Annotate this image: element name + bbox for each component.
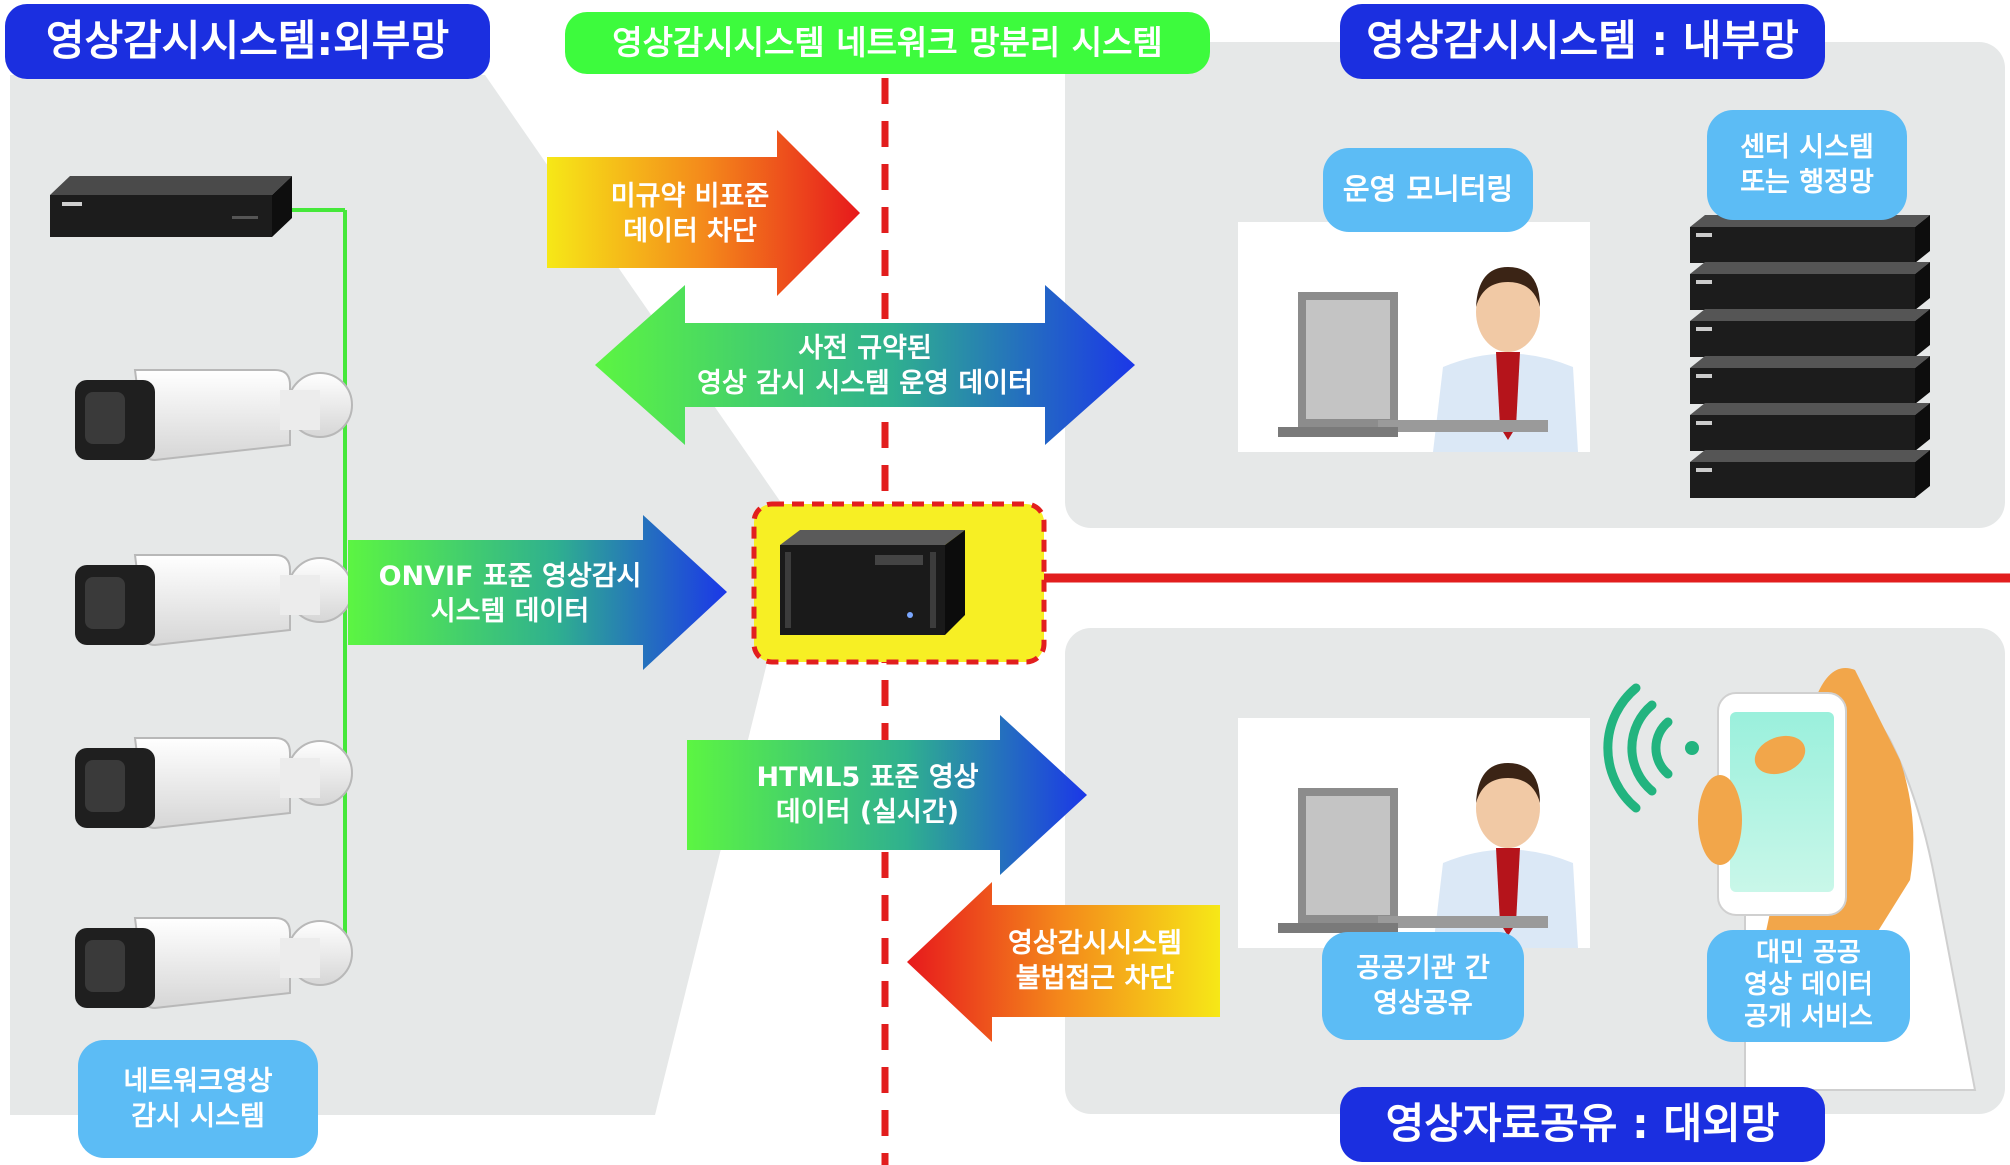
bullet-camera-icon (75, 917, 353, 1010)
html5-data-arrow (687, 715, 1087, 875)
center-system-label: 센터 시스템 또는 행정망 (1707, 110, 1907, 220)
onvif-data-arrow (348, 515, 727, 670)
bullet-camera-icon (75, 737, 353, 830)
agency-share-label: 공공기관 간 영상공유 (1322, 932, 1524, 1040)
public-network-title: 영상자료공유 : 대외망 (1340, 1087, 1825, 1162)
bullet-camera-icon (75, 369, 353, 462)
wifi-signal-icon (1603, 683, 1699, 813)
server-box-icon (780, 530, 965, 635)
html5-data-label: HTML5 표준 영상 데이터 (실시간) (756, 761, 979, 828)
block-illegal-access-arrow (907, 882, 1220, 1042)
monitoring-label: 운영 모니터링 (1323, 148, 1533, 232)
server-rack-icon (1690, 215, 1930, 498)
external-network-title: 영상감시시스템:외부망 (5, 4, 490, 79)
operator-pc-icon (1238, 222, 1590, 452)
network-cctv-label: 네트워크영상 감시 시스템 (78, 1040, 318, 1158)
network-separation-title: 영상감시시스템 네트워크 망분리 시스템 (565, 12, 1210, 74)
operator-pc-icon (1238, 718, 1590, 948)
onvif-data-label: ONVIF 표준 영상감시 시스템 데이터 (378, 560, 642, 627)
block-nonstandard-arrow (547, 130, 860, 296)
bullet-camera-icon (75, 554, 353, 647)
predefined-data-arrow (595, 285, 1135, 445)
predefined-data-label: 사전 규약된 영상 감시 시스템 운영 데이터 (697, 332, 1033, 399)
block-illegal-access-label: 영상감시시스템 불법접근 차단 (1008, 927, 1182, 994)
public-service-label: 대민 공공 영상 데이터 공개 서비스 (1707, 930, 1910, 1042)
block-nonstandard-label: 미규약 비표준 데이터 차단 (610, 180, 770, 247)
nvr-recorder-icon (50, 176, 292, 237)
internal-network-title: 영상감시시스템 : 내부망 (1340, 4, 1825, 79)
